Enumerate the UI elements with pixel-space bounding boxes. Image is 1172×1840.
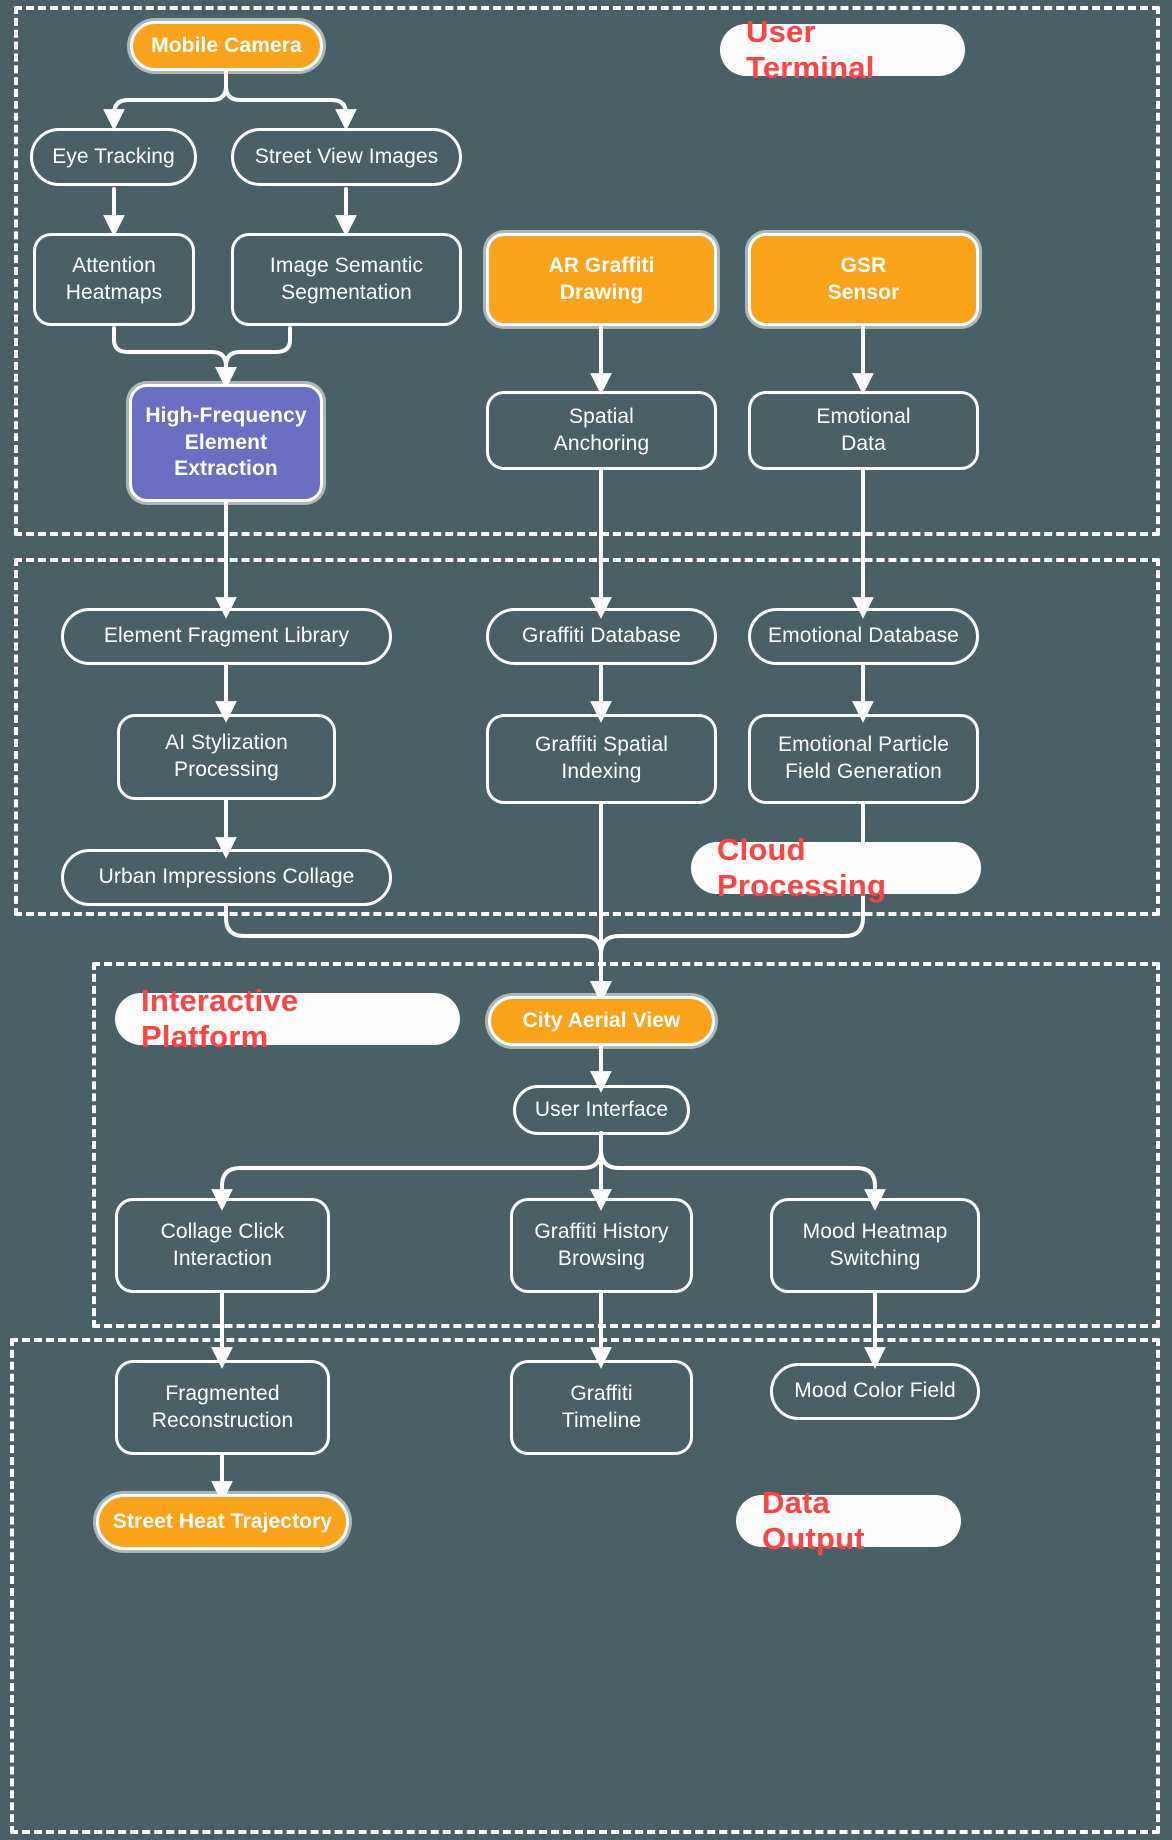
node-image-semantic-segmentation[interactable]: Image Semantic Segmentation — [231, 233, 462, 326]
node-emotional-data[interactable]: Emotional Data — [748, 391, 979, 470]
node-spatial-anchoring[interactable]: Spatial Anchoring — [486, 391, 717, 470]
node-line: Graffiti Spatial — [534, 733, 669, 757]
node-line: Graffiti History — [534, 1219, 669, 1243]
node-mobile-camera[interactable]: Mobile Camera — [130, 21, 323, 71]
section-data-output — [10, 1338, 1160, 1834]
node-line: Collage Click — [160, 1219, 285, 1243]
node-line: Processing — [174, 758, 279, 781]
node-line: Browsing — [557, 1246, 646, 1270]
node-city-aerial-view[interactable]: City Aerial View — [488, 996, 715, 1046]
node-mood-heatmap-switching[interactable]: Mood Heatmap Switching — [770, 1198, 980, 1293]
node-gsr-sensor[interactable]: GSR Sensor — [748, 233, 979, 326]
section-label-interactive-platform: Interactive Platform — [115, 983, 460, 1054]
node-street-view-images[interactable]: Street View Images — [231, 128, 462, 186]
node-line: AI Stylization — [165, 731, 288, 755]
node-line: High-Frequency — [145, 403, 307, 427]
section-label-data-output: Data Output — [736, 1485, 961, 1556]
node-line: Heatmaps — [65, 280, 163, 304]
node-graffiti-history-browsing[interactable]: Graffiti History Browsing — [510, 1198, 693, 1293]
node-emotional-database[interactable]: Emotional Database — [748, 608, 979, 665]
node-line: Spatial — [569, 404, 634, 428]
node-emotional-particle-field-generation[interactable]: Emotional Particle Field Generation — [748, 714, 979, 804]
node-street-heat-trajectory[interactable]: Street Heat Trajectory — [96, 1494, 349, 1550]
node-line: Emotional Particle — [777, 733, 950, 757]
node-line: Graffiti — [570, 1381, 633, 1405]
node-line: Emotional — [816, 404, 911, 428]
section-label-user-terminal: User Terminal — [720, 14, 965, 85]
node-line: Interaction — [172, 1246, 273, 1270]
node-mood-color-field[interactable]: Mood Color Field — [770, 1363, 980, 1420]
node-graffiti-timeline[interactable]: Graffiti Timeline — [510, 1360, 693, 1455]
node-eye-tracking[interactable]: Eye Tracking — [30, 128, 197, 186]
node-line: Field Generation — [785, 760, 942, 783]
node-attention-heatmaps[interactable]: Attention Heatmaps — [33, 233, 195, 326]
node-line: Timeline — [561, 1408, 642, 1432]
node-collage-click-interaction[interactable]: Collage Click Interaction — [115, 1198, 330, 1293]
node-graffiti-database[interactable]: Graffiti Database — [486, 608, 717, 665]
node-line: Indexing — [561, 760, 642, 783]
node-line: Segmentation — [281, 280, 412, 304]
node-urban-impressions-collage[interactable]: Urban Impressions Collage — [61, 849, 392, 906]
node-line: GSR — [840, 253, 887, 277]
node-line: Extraction — [174, 457, 278, 481]
node-line: Anchoring — [553, 431, 650, 455]
node-element-fragment-library[interactable]: Element Fragment Library — [61, 608, 392, 665]
node-line: AR Graffiti — [548, 253, 655, 277]
node-line: Mood Heatmap — [802, 1219, 948, 1243]
node-line: Element — [184, 430, 268, 454]
node-line: Data — [841, 431, 886, 455]
node-fragmented-reconstruction[interactable]: Fragmented Reconstruction — [115, 1360, 330, 1455]
node-line: Sensor — [827, 280, 900, 304]
node-line: Reconstruction — [151, 1408, 294, 1432]
node-high-frequency-element-extraction[interactable]: High-Frequency Element Extraction — [129, 384, 323, 502]
node-line: Fragmented — [165, 1381, 280, 1405]
section-user-terminal — [14, 6, 1160, 536]
node-ai-stylization-processing[interactable]: AI Stylization Processing — [117, 714, 336, 800]
node-user-interface[interactable]: User Interface — [513, 1085, 690, 1135]
node-graffiti-spatial-indexing[interactable]: Graffiti Spatial Indexing — [486, 714, 717, 804]
section-label-cloud-processing: Cloud Processing — [691, 832, 981, 903]
node-line: Attention — [72, 253, 156, 277]
node-line: Switching — [829, 1246, 921, 1270]
node-line: Drawing — [559, 280, 644, 304]
node-ar-graffiti-drawing[interactable]: AR Graffiti Drawing — [486, 233, 717, 326]
node-line: Image Semantic — [269, 253, 424, 277]
